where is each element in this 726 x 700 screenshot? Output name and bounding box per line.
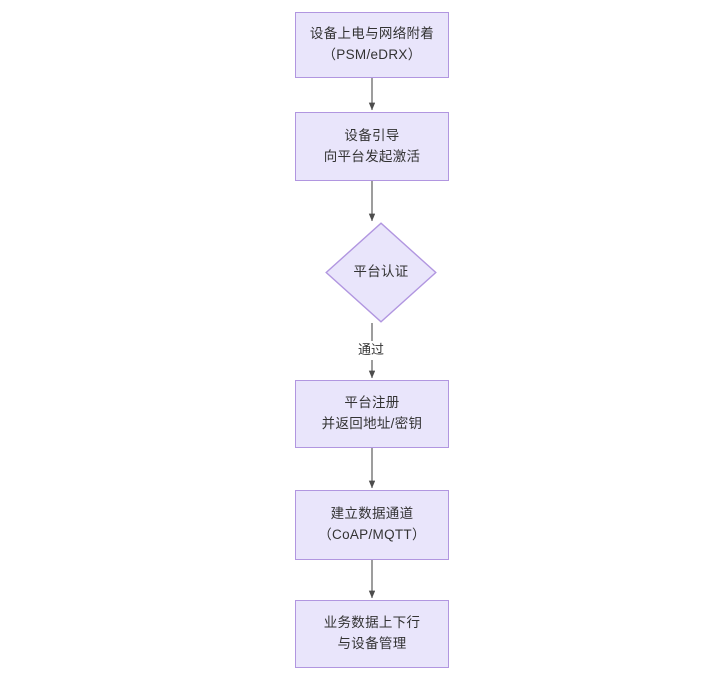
- node-bootstrap-line-2: 向平台发起激活: [323, 148, 421, 164]
- node-platform-auth[interactable]: 平台认证: [325, 222, 437, 323]
- node-power-on[interactable]: 设备上电与网络附着 （PSM/eDRX）: [295, 12, 449, 78]
- node-platform-auth-label: 平台认证: [353, 264, 409, 280]
- node-business-data[interactable]: 业务数据上下行 与设备管理: [295, 600, 449, 668]
- node-platform-register[interactable]: 平台注册 并返回地址/密钥: [295, 380, 449, 448]
- node-bootstrap[interactable]: 设备引导 向平台发起激活: [295, 112, 449, 181]
- node-data-channel[interactable]: 建立数据通道 （CoAP/MQTT）: [295, 490, 449, 560]
- node-business-data-line-1: 业务数据上下行: [323, 615, 421, 631]
- node-platform-register-line-1: 平台注册: [344, 395, 400, 411]
- node-bootstrap-line-1: 设备引导: [344, 127, 400, 143]
- diamond-shape: [325, 222, 437, 323]
- node-power-on-line-2: （PSM/eDRX）: [322, 47, 422, 62]
- node-business-data-line-2: 与设备管理: [337, 636, 407, 651]
- node-data-channel-line-2: （CoAP/MQTT）: [318, 527, 426, 542]
- node-data-channel-line-1: 建立数据通道: [330, 506, 414, 522]
- edge-label-pass: 通过: [355, 341, 388, 360]
- node-power-on-line-1: 设备上电与网络附着: [309, 26, 435, 42]
- node-platform-register-line-2: 并返回地址/密钥: [321, 416, 423, 431]
